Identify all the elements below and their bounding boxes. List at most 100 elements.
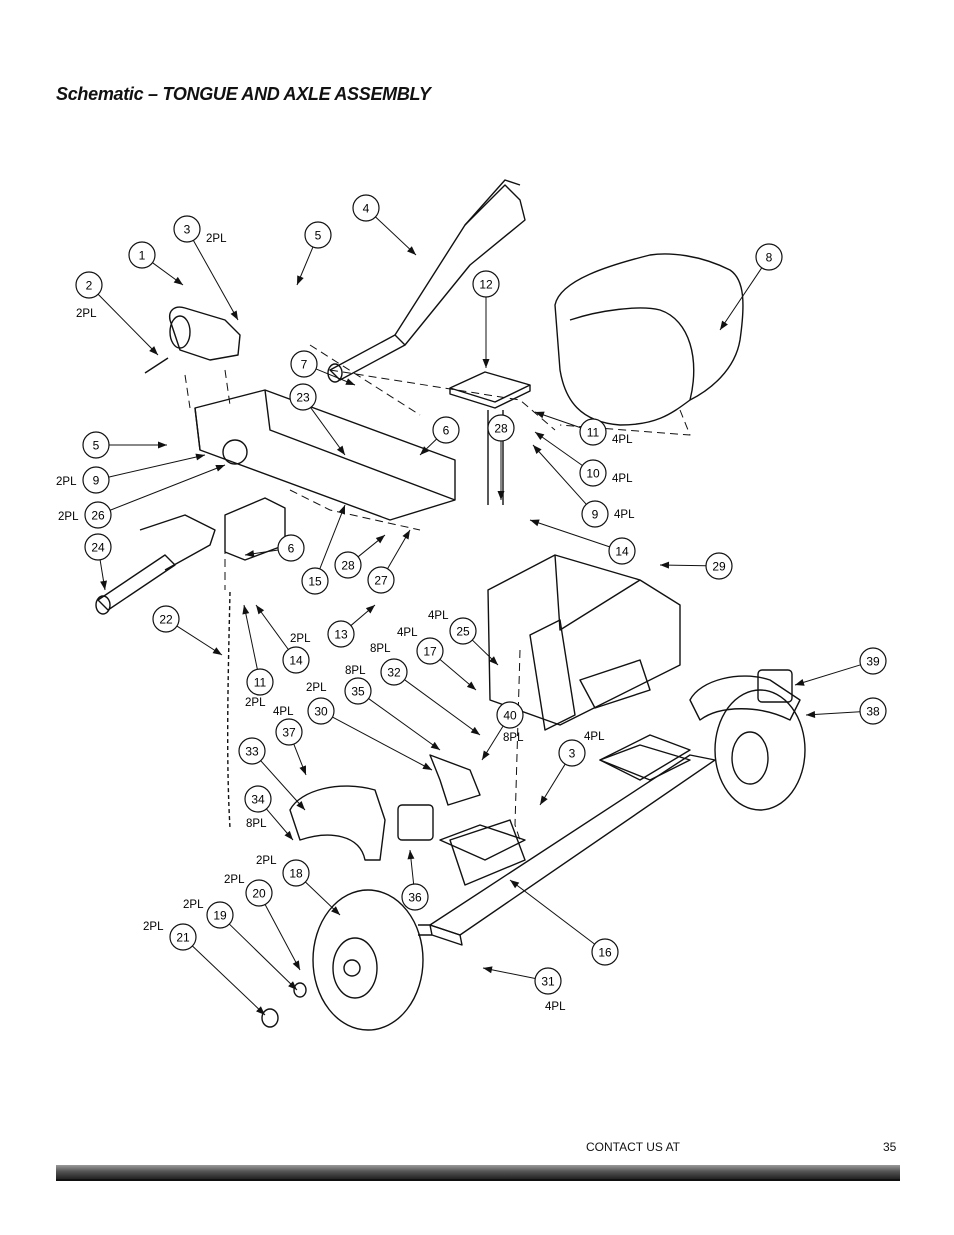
leader-arrow	[149, 346, 158, 355]
callout-number: 19	[213, 909, 227, 923]
callout-number: 3	[184, 223, 191, 237]
step-plates-part	[439, 744, 691, 861]
leader-line	[805, 711, 861, 716]
seat-part	[554, 253, 744, 426]
page-number: 35	[883, 1140, 897, 1154]
callout-balloon	[344, 677, 372, 705]
callout-number: 4	[363, 202, 370, 216]
callout-number: 23	[296, 391, 310, 405]
leader-arrow	[331, 906, 340, 915]
leader-arrow	[100, 580, 108, 590]
callout-number: 39	[866, 655, 880, 669]
callout-balloon	[859, 697, 887, 725]
leader-arrow	[338, 505, 345, 515]
callout-number: 28	[494, 422, 508, 436]
callout-balloon	[581, 500, 609, 528]
leader-line	[368, 698, 441, 751]
callout-quantity: 2PL	[56, 476, 77, 488]
leader-arrow	[422, 762, 432, 770]
callout-5: 5	[296, 221, 332, 286]
leader-arrow	[288, 981, 297, 990]
callout-7: 7	[290, 350, 356, 386]
callout-number: 6	[443, 424, 450, 438]
callout-13: 13	[327, 604, 376, 648]
leader-arrow	[297, 275, 304, 285]
callout-number: 3	[569, 747, 576, 761]
leader-line	[243, 604, 258, 670]
tongue-frame-part	[194, 389, 456, 561]
leader-arrow	[296, 800, 305, 810]
callout-number: 13	[334, 628, 348, 642]
callout-number: 9	[93, 474, 100, 488]
page-title: Schematic – TONGUE AND AXLE ASSEMBLY	[56, 84, 431, 104]
callout-number: 33	[245, 745, 259, 759]
callout-balloon	[82, 431, 110, 459]
callout-number: 22	[159, 613, 173, 627]
callout-number: 24	[91, 541, 105, 555]
callout-number: 21	[176, 931, 190, 945]
callout-number: 27	[374, 574, 388, 588]
leader-line	[509, 879, 595, 945]
leader-arrow	[530, 519, 540, 527]
callout-balloon	[432, 416, 460, 444]
leader-arrow	[173, 276, 183, 285]
leader-line	[310, 407, 346, 456]
callout-number: 18	[289, 867, 303, 881]
callout-number: 5	[93, 439, 100, 453]
left-wheel-part	[261, 889, 424, 1031]
leader-arrow	[245, 550, 255, 558]
safety-chain-part	[226, 591, 231, 829]
callout-number: 20	[252, 887, 266, 901]
callout-number: 32	[387, 666, 401, 680]
callout-number: 16	[598, 946, 612, 960]
callout-quantity: 4PL	[397, 627, 418, 639]
leader-arrow	[660, 561, 670, 569]
callout-17: 17 4PL	[397, 627, 477, 691]
leader-arrow	[483, 966, 493, 974]
callout-balloon	[282, 646, 310, 674]
callout-balloon	[352, 194, 380, 222]
callout-5: 5	[82, 431, 167, 459]
callout-balloon	[173, 215, 201, 243]
footer-contact: CONTACT US AT	[586, 1140, 681, 1154]
callout-balloon	[282, 859, 310, 887]
leader-arrow	[195, 453, 205, 461]
callout-33: 33	[238, 737, 306, 811]
callout-balloon	[558, 739, 586, 767]
callout-number: 7	[301, 358, 308, 372]
callout-balloon	[859, 647, 887, 675]
callout-24: 24	[84, 533, 112, 591]
callout-balloon	[301, 567, 329, 595]
footer-rule	[56, 1165, 900, 1181]
leader-arrow	[482, 359, 490, 368]
callout-number: 40	[503, 709, 517, 723]
callout-28: 28	[487, 414, 515, 500]
callout-balloon	[206, 901, 234, 929]
leader-arrow	[497, 491, 505, 500]
callout-balloon	[496, 701, 524, 729]
callout-number: 8	[766, 251, 773, 265]
callout-balloon	[579, 459, 607, 487]
leader-arrow	[375, 535, 385, 544]
callout-quantity: 4PL	[614, 509, 635, 521]
callout-balloon	[290, 350, 318, 378]
callout-quantity: 4PL	[273, 706, 294, 718]
callout-balloon	[334, 551, 362, 579]
callout-balloon	[169, 923, 197, 951]
callout-number: 17	[423, 645, 437, 659]
leader-line	[529, 519, 610, 548]
callout-quantity: 2PL	[206, 233, 227, 245]
leader-arrow	[489, 656, 498, 665]
leader-arrow	[215, 465, 225, 472]
callout-balloon	[416, 637, 444, 665]
leader-line	[534, 431, 583, 466]
leader-arrow	[345, 378, 355, 385]
callout-3: 3 2PL	[173, 215, 239, 321]
callout-number: 31	[541, 975, 555, 989]
